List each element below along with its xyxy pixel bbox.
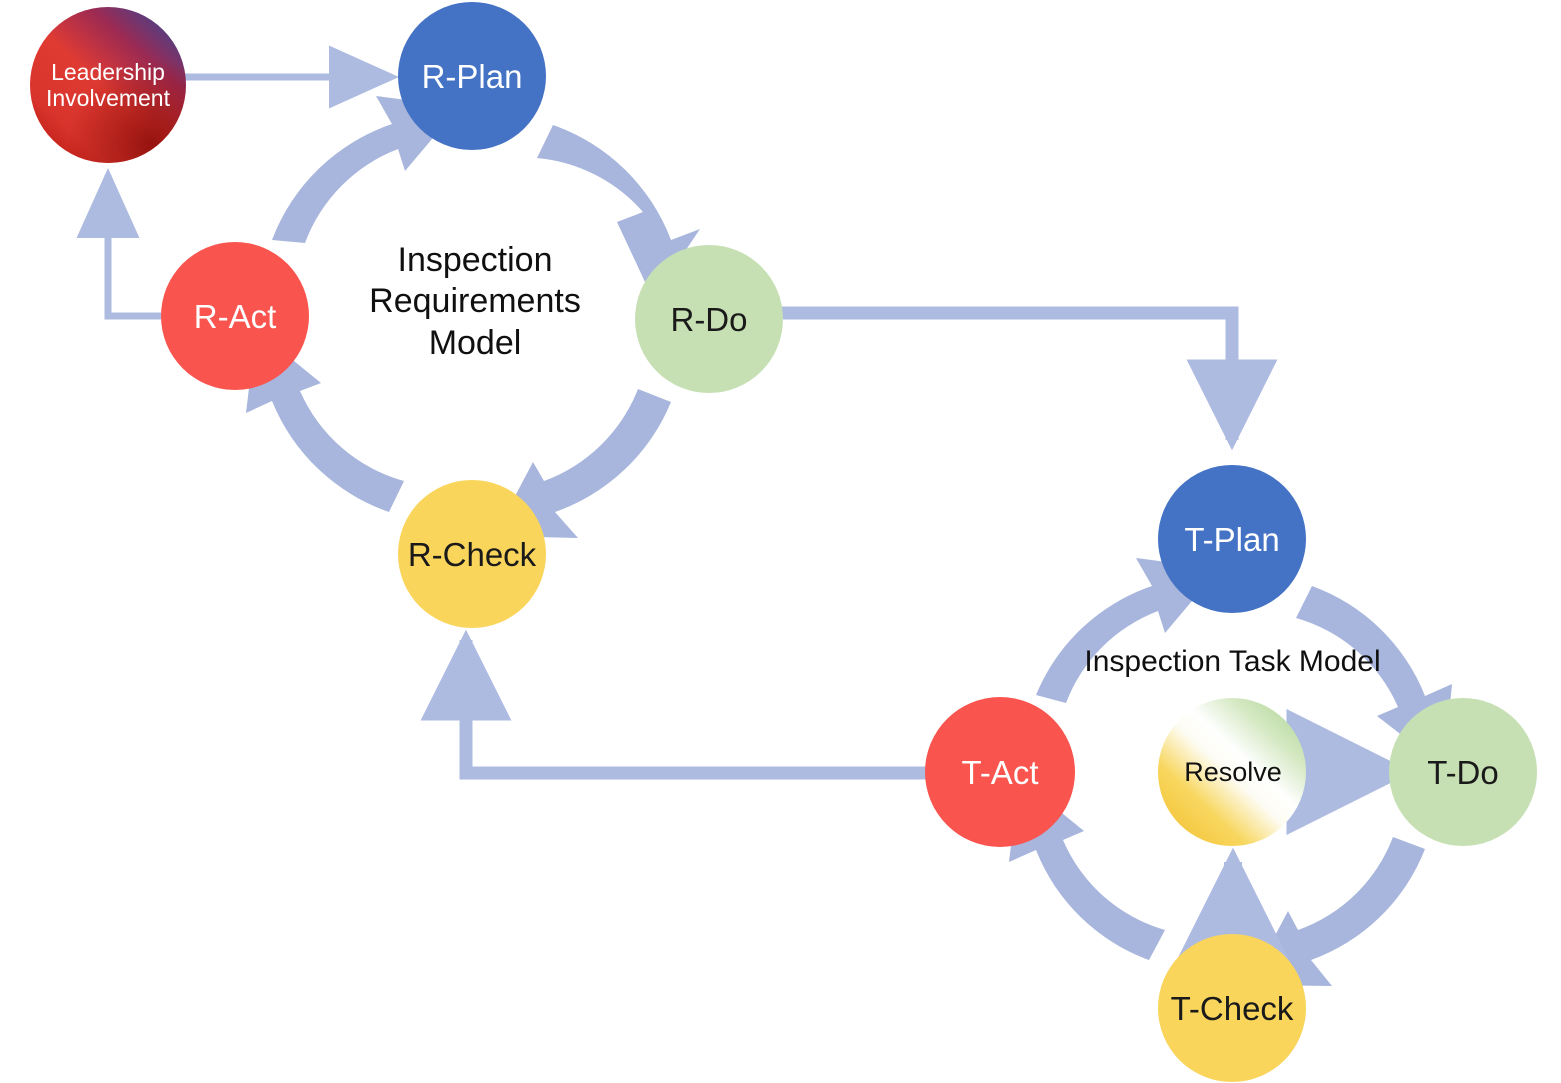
- arc-tact-to-tplan: [1036, 558, 1219, 703]
- node-t-plan[interactable]: [1158, 465, 1306, 613]
- arc-rdo-to-rcheck: [494, 389, 671, 538]
- left-cycle-arcs: [246, 96, 700, 538]
- arc-rplan-to-rdo: [537, 125, 700, 299]
- node-t-do[interactable]: [1389, 698, 1537, 846]
- arc-rcheck-to-ract: [246, 330, 404, 512]
- caption-inspection-requirements-model: Inspection Requirements Model: [369, 240, 581, 362]
- caption-inspection-task-model: Inspection Task Model: [1084, 644, 1381, 678]
- node-r-do[interactable]: [635, 245, 783, 393]
- node-resolve[interactable]: [1158, 698, 1306, 846]
- node-r-act[interactable]: [161, 242, 309, 390]
- arc-ract-to-rplan: [272, 96, 459, 243]
- node-r-check[interactable]: [398, 480, 546, 628]
- connector-tact-to-rcheck: [420, 629, 930, 780]
- node-leadership-involvement[interactable]: [30, 7, 186, 163]
- node-t-act[interactable]: [925, 697, 1075, 847]
- connector-rdo-to-tplan: [779, 306, 1278, 451]
- node-r-plan[interactable]: [398, 2, 546, 150]
- node-t-check[interactable]: [1158, 934, 1306, 1082]
